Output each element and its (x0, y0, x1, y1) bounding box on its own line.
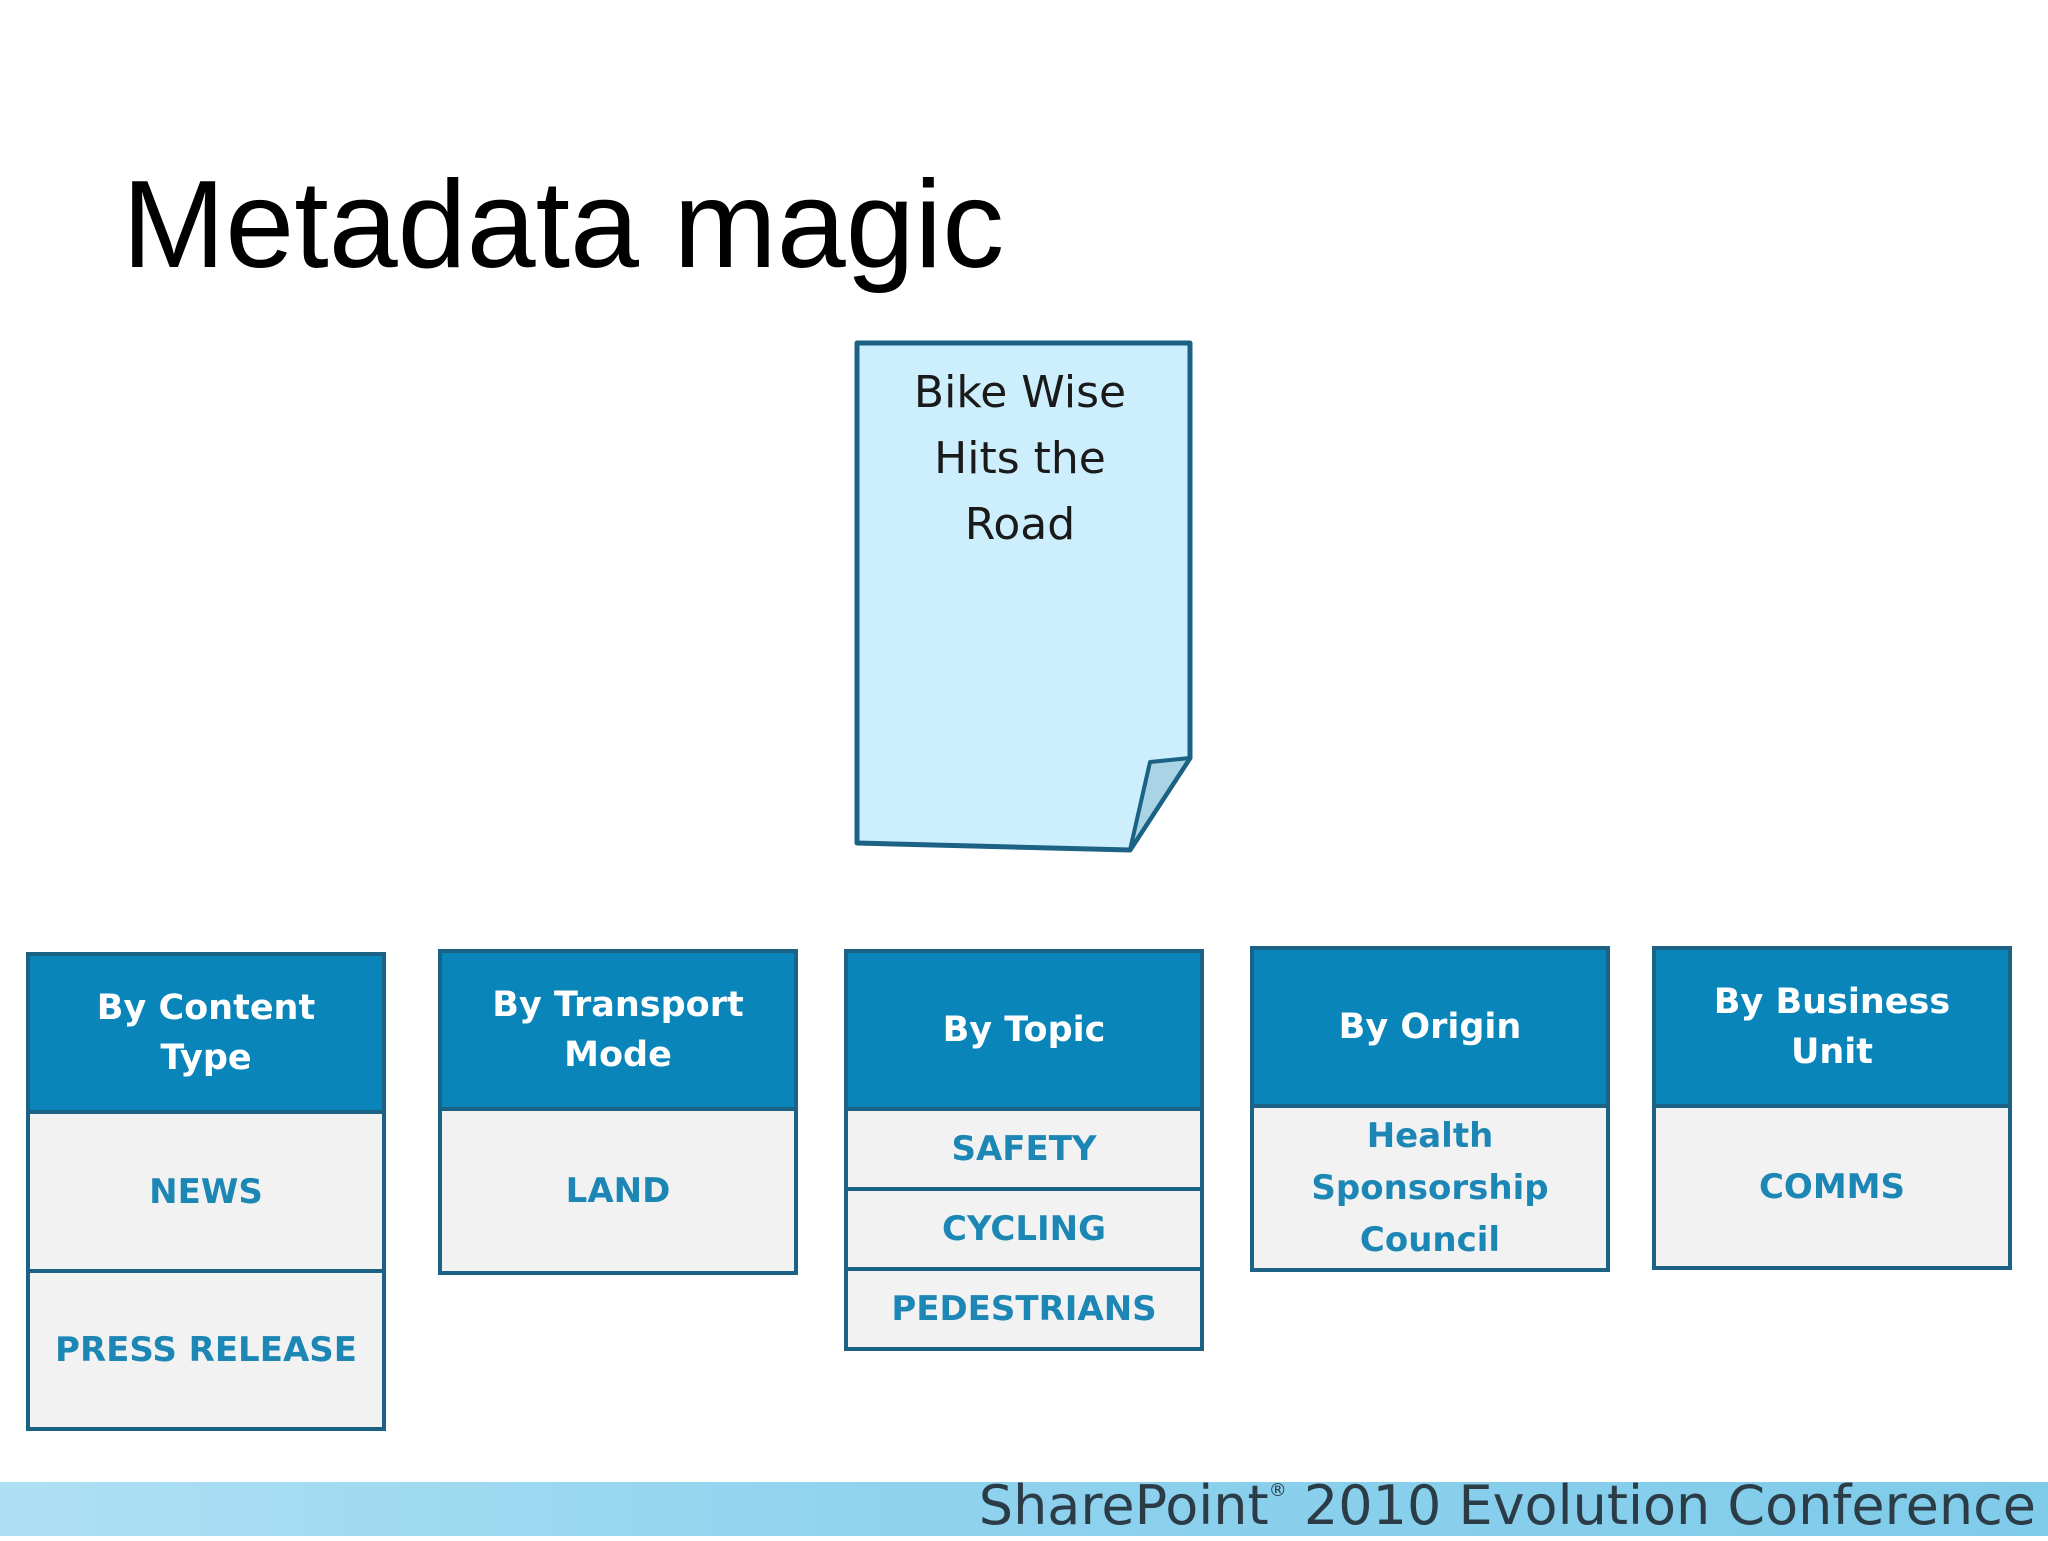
category-value-comms: COMMS (1758, 1167, 1905, 1207)
footer-registered-mark: ® (1268, 1480, 1287, 1501)
category-header: By Transport Mode (442, 953, 794, 1111)
category-business-unit: By Business Unit COMMS (1652, 946, 2012, 1270)
category-values: Health Sponsorship Council (1254, 1108, 1606, 1268)
category-value-health-sponsorship-council: Health Sponsorship Council (1311, 1116, 1549, 1260)
category-values: SAFETY CYCLING PEDESTRIANS (848, 1111, 1200, 1347)
document-shape: Bike Wise Hits the Road (850, 340, 1198, 860)
document-title: Bike Wise Hits the Road (913, 367, 1127, 550)
footer-brand: SharePoint (978, 1474, 1269, 1537)
category-header: By Content Type (30, 956, 382, 1114)
category-topic: By Topic SAFETY CYCLING PEDESTRIANS (844, 949, 1204, 1351)
category-value-land: LAND (565, 1171, 671, 1211)
category-header: By Origin (1254, 950, 1606, 1108)
category-values: COMMS (1656, 1108, 2008, 1266)
document-page-curl (1128, 756, 1192, 852)
category-value-pedestrians: PEDESTRIANS (848, 1267, 1200, 1347)
document-page-icon (854, 340, 1193, 853)
category-value-safety: SAFETY (951, 1129, 1097, 1169)
footer-band (0, 1482, 2048, 1536)
category-content-type: By Content Type NEWS PRESS RELEASE (26, 952, 386, 1431)
footer-event: 2010 Evolution Conference (1286, 1474, 2036, 1537)
category-transport-mode: By Transport Mode LAND (438, 949, 798, 1275)
category-value-news: NEWS (149, 1171, 263, 1212)
category-values: NEWS PRESS RELEASE (30, 1114, 382, 1427)
category-value-press-release: PRESS RELEASE (30, 1269, 382, 1427)
conference-footer: SharePoint® 2010 Evolution Conference (979, 1456, 2036, 1541)
slide-title: Metadata magic (122, 156, 1005, 294)
category-values: LAND (442, 1111, 794, 1271)
category-header: By Topic (848, 953, 1200, 1111)
category-value-cycling: CYCLING (848, 1187, 1200, 1267)
category-header: By Business Unit (1656, 950, 2008, 1108)
category-origin: By Origin Health Sponsorship Council (1250, 946, 1610, 1272)
